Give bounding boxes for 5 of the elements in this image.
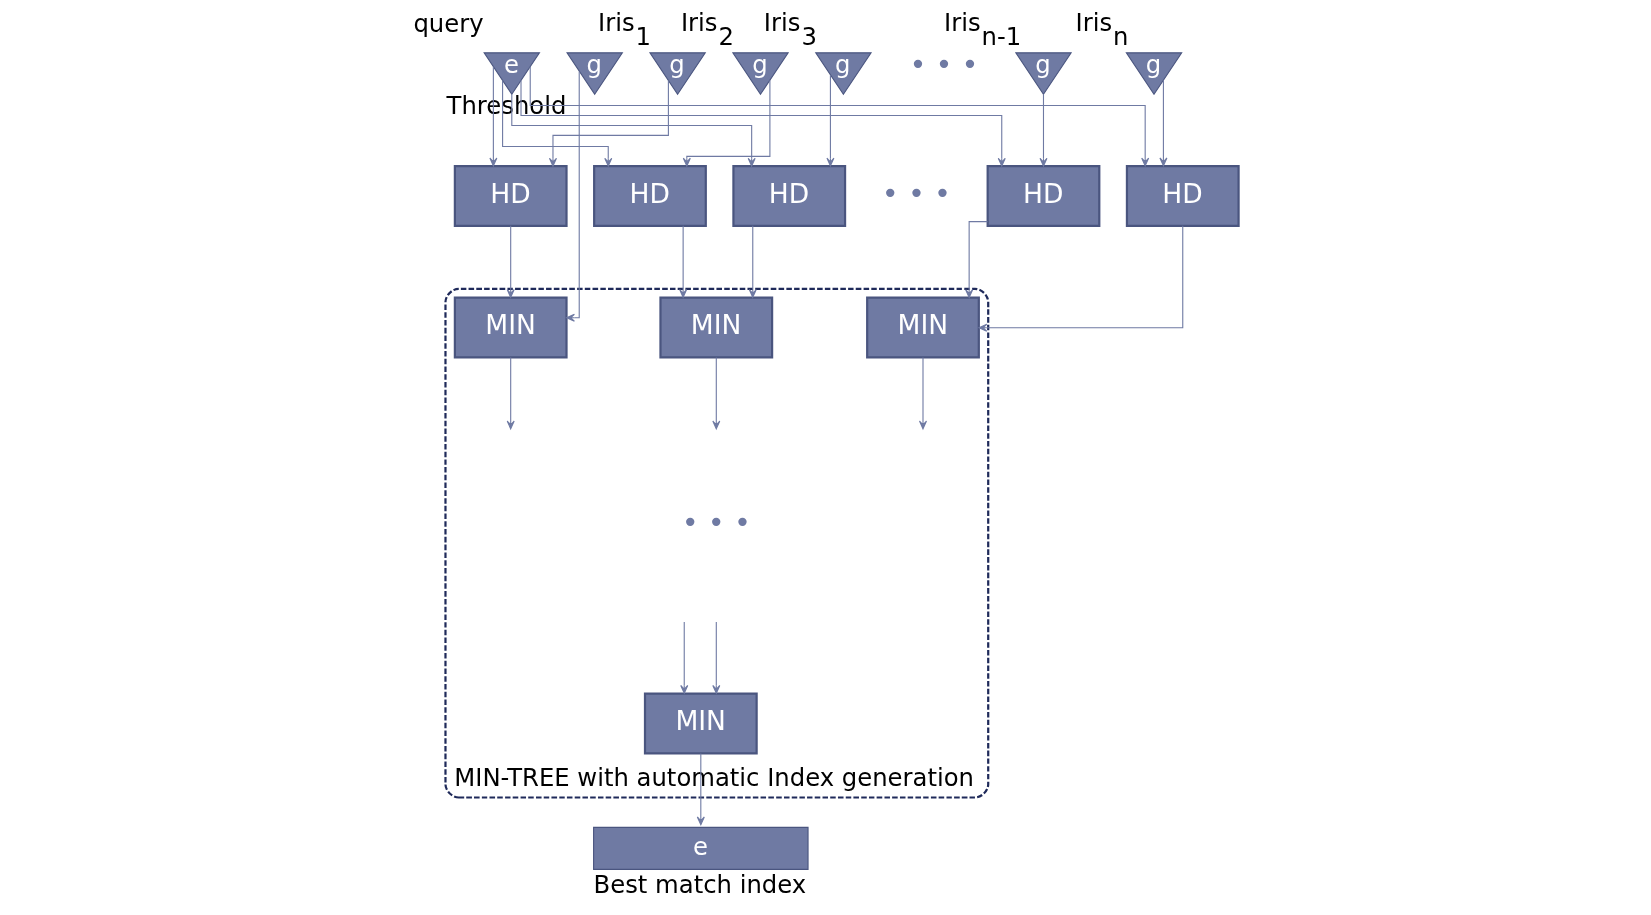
- node-label: query: [412, 8, 484, 38]
- label: • • •: [681, 505, 751, 540]
- label: • • •: [908, 46, 979, 81]
- label: • • •: [881, 175, 951, 210]
- node-label: Best match index: [593, 870, 806, 900]
